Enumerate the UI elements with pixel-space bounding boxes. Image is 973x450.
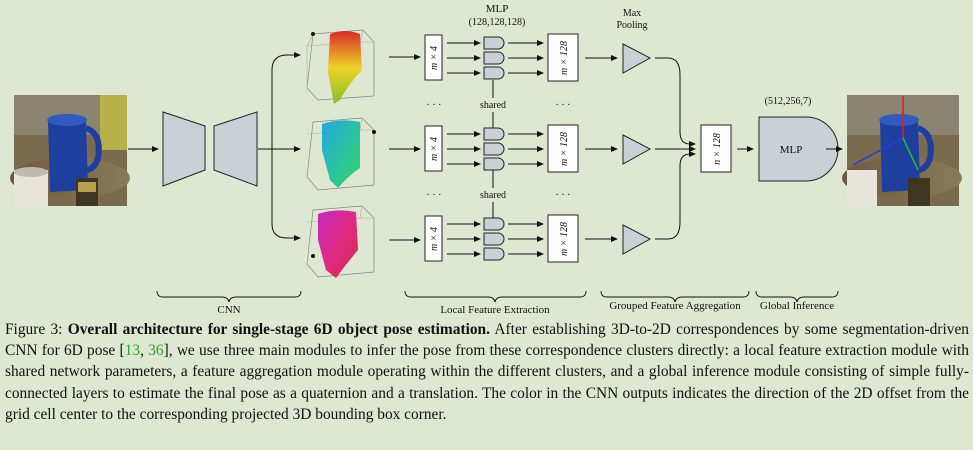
shared-label: shared xyxy=(480,100,506,111)
n128-box xyxy=(700,124,732,173)
caption-sep: , xyxy=(140,342,149,360)
mlp-top-dims: (128,128,128) xyxy=(469,17,526,28)
m4-label: m × 4 xyxy=(429,46,440,70)
ellipsis: · · · xyxy=(556,100,571,111)
row-top: m × 4 m × 128 xyxy=(424,33,652,82)
cluster-top xyxy=(306,29,375,104)
shared-label: shared xyxy=(480,190,506,201)
row-bottom: m × 4 m × 128 xyxy=(424,214,652,263)
ellipsis: · · · xyxy=(556,190,571,201)
input-image xyxy=(10,95,130,206)
caption-text-a: After establishing 3D-to-2D corresponden… xyxy=(5,321,969,360)
figure-caption: Figure 3: Overall architecture for singl… xyxy=(5,319,969,425)
maxpool-label-1: Max xyxy=(623,8,641,19)
output-image xyxy=(842,95,962,206)
cnn-block xyxy=(162,111,258,187)
m4-label: m × 4 xyxy=(429,137,440,161)
cluster-middle xyxy=(306,117,376,191)
ellipsis: · · · xyxy=(427,100,442,111)
brace-cnn xyxy=(156,290,302,303)
m128-label: m × 128 xyxy=(559,132,570,166)
citation-link[interactable]: 13 xyxy=(124,342,141,360)
brace-global xyxy=(755,290,839,303)
section-global: Global Inference xyxy=(760,300,834,312)
mlp-top-label: MLP xyxy=(486,3,509,15)
maxpool-label-2: Pooling xyxy=(616,20,647,31)
section-grouped: Grouped Feature Aggregation xyxy=(609,300,741,312)
mlp-final-dims: (512,256,7) xyxy=(765,96,812,107)
m128-label: m × 128 xyxy=(559,222,570,256)
row-middle: m × 4 m × 128 xyxy=(424,124,652,173)
architecture-figure: m × 4 m × 128 m × 4 m × 128 m × 4 xyxy=(10,3,962,316)
mlp-final-label: MLP xyxy=(780,144,803,156)
brace-grouped xyxy=(600,290,750,303)
caption-prefix: Figure 3: xyxy=(5,321,63,338)
m128-label: m × 128 xyxy=(559,41,570,75)
n128-label: n × 128 xyxy=(712,133,723,165)
caption-title: Overall architecture for single-stage 6D… xyxy=(67,321,490,338)
cluster-bottom xyxy=(306,205,375,278)
ellipsis: · · · xyxy=(427,190,442,201)
m4-label: m × 4 xyxy=(429,227,440,251)
caption-text-b: ], we use three main modules to infer th… xyxy=(5,342,970,423)
citation-link[interactable]: 36 xyxy=(148,342,164,360)
section-local: Local Feature Extraction xyxy=(440,304,550,316)
brace-local xyxy=(404,290,587,303)
section-cnn: CNN xyxy=(217,304,240,316)
